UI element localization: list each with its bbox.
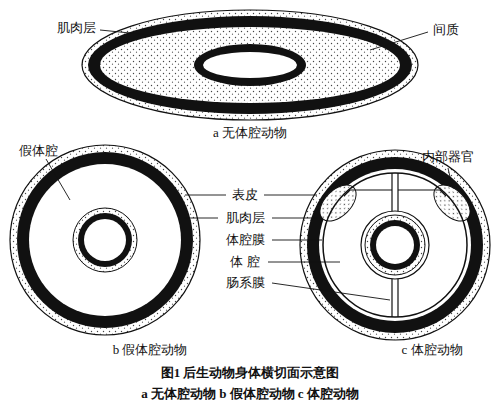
leader-line	[100, 30, 150, 35]
leader-line	[272, 218, 318, 219]
mesentery	[344, 190, 446, 196]
coelomate-section	[300, 150, 490, 340]
caption-line: a 无体腔动物 b 假体腔动物 c 体腔动物	[141, 387, 359, 402]
part-label: 间质	[433, 23, 459, 38]
figure-label: a 无体腔动物	[213, 126, 287, 141]
gut-lumen	[203, 52, 297, 78]
pseudocoel	[29, 164, 181, 316]
part-label: 内部器官	[422, 150, 474, 165]
leader-line	[264, 195, 317, 196]
acoelomate-section	[82, 10, 418, 120]
leader-line	[268, 262, 340, 263]
caption: 图1 后生动物身体横切面示意图	[161, 366, 340, 381]
leader-line	[46, 159, 70, 200]
muscle-layer	[88, 16, 412, 114]
part-label: 体 腔	[230, 255, 259, 270]
part-label: 假体腔	[19, 144, 58, 159]
epidermis	[82, 10, 418, 120]
part-label: 肠系膜	[226, 276, 265, 291]
mesenchyme	[100, 27, 400, 103]
leader-lines	[46, 30, 452, 300]
part-label: 表皮	[232, 188, 258, 203]
muscle-layer	[17, 152, 193, 328]
leader-line	[272, 283, 390, 300]
leader-line	[370, 32, 428, 50]
epidermis	[10, 145, 200, 335]
figure-label: b 假体腔动物	[113, 343, 188, 358]
pseudocoelomate-section	[10, 145, 200, 335]
leader-line	[184, 218, 218, 219]
gut-lumen	[84, 219, 126, 261]
part-label: 肌肉层	[226, 211, 265, 226]
gut-wall	[365, 215, 425, 275]
figure-label: c 体腔动物	[401, 343, 462, 358]
leader-line	[272, 240, 322, 241]
leader-line	[448, 168, 452, 186]
leader-line	[185, 195, 226, 196]
gut-lumen	[376, 226, 414, 264]
muscle-layer	[307, 157, 483, 333]
epidermis	[300, 150, 490, 340]
gut-wall	[73, 208, 137, 272]
part-label: 肌肉层	[57, 21, 96, 36]
gut-wall	[194, 44, 306, 86]
gut-wall	[370, 220, 420, 270]
gut-wall	[78, 213, 132, 267]
part-label: 体腔膜	[226, 233, 265, 248]
peritoneum	[323, 173, 467, 317]
gut-peritoneum	[361, 211, 429, 279]
